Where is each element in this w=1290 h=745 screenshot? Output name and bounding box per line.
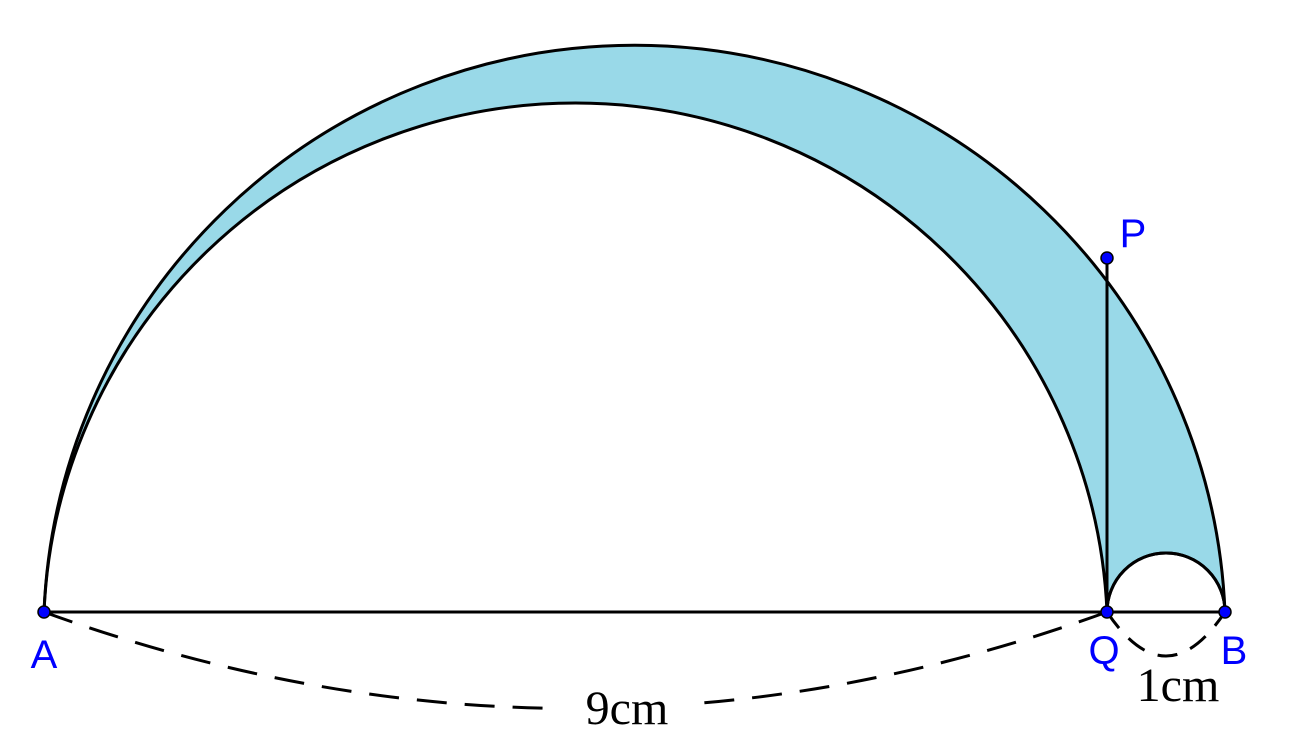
point-p	[1100, 251, 1114, 265]
dimension-arc-qb	[1105, 611, 1227, 658]
semicircle-qb-arc	[1105, 551, 1227, 613]
length-label-qb: 1cm	[1137, 659, 1220, 712]
label-p: P	[1120, 212, 1147, 256]
semicircle-aq	[42, 101, 1109, 613]
label-q: Q	[1088, 629, 1119, 673]
point-q	[1100, 605, 1114, 619]
label-a: A	[31, 633, 58, 677]
dimension-label-gap-aq	[560, 680, 695, 740]
point-a	[37, 605, 51, 619]
length-label-aq: 9cm	[586, 682, 669, 735]
label-b: B	[1221, 629, 1248, 673]
shaded-region	[44, 45, 1225, 613]
semicircle-ab	[42, 43, 1227, 613]
point-b	[1218, 605, 1232, 619]
